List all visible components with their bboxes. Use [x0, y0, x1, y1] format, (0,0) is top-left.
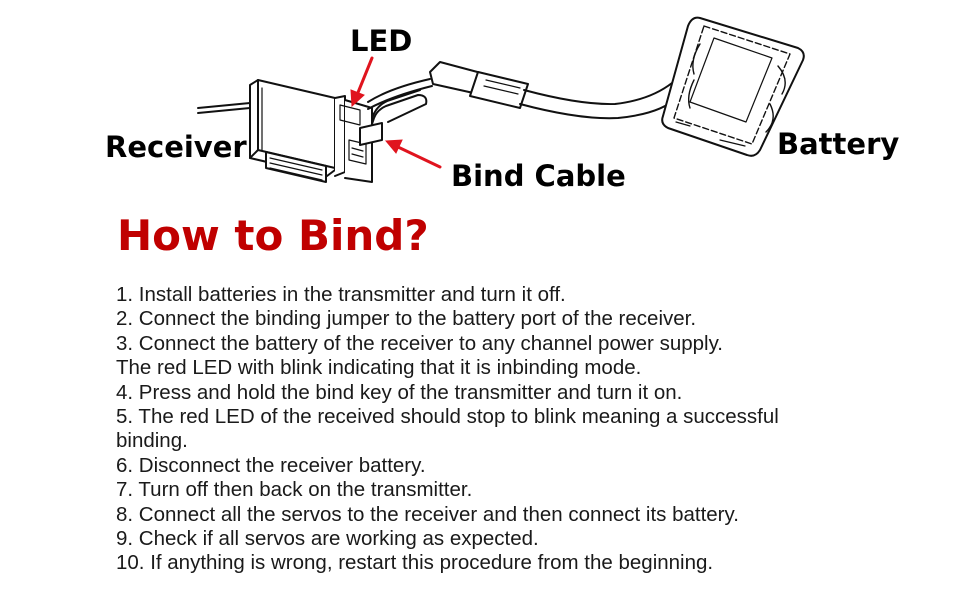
instruction-line: 7. Turn off then back on the transmitter… [116, 478, 473, 502]
page-title: How to Bind? [117, 211, 429, 260]
led-pointer-arrow [350, 56, 374, 108]
diagram-illustration [197, 16, 805, 183]
battery-label: Battery [777, 127, 900, 161]
bind-cable-label: Bind Cable [451, 159, 626, 193]
instruction-line: 10. If anything is wrong, restart this p… [116, 551, 714, 575]
battery-connector [429, 61, 529, 109]
instruction-line: 4. Press and hold the bind key of the tr… [116, 380, 683, 404]
antenna-wire [197, 107, 251, 114]
battery-cable [519, 96, 679, 120]
instruction-line: 2. Connect the binding jumper to the bat… [116, 307, 697, 331]
receiver-unit [249, 79, 373, 183]
instruction-line: 5. The red LED of the received should st… [116, 405, 779, 429]
instruction-line: 8. Connect all the servos to the receive… [116, 502, 739, 526]
instruction-line: 3. Connect the battery of the receiver t… [116, 331, 724, 355]
bind-cable-pointer-arrow [384, 139, 442, 169]
instruction-line: 9. Check if all servos are working as ex… [116, 527, 539, 551]
instruction-list: 1. Install batteries in the transmitter … [116, 283, 906, 576]
battery-lead-wire [367, 85, 433, 110]
instruction-line: The red LED with blink indicating that i… [116, 356, 642, 380]
instruction-line: binding. [116, 429, 188, 453]
antenna-wire [197, 102, 251, 109]
receiver-label: Receiver [105, 130, 247, 164]
led-label: LED [350, 24, 413, 58]
battery-cable [523, 82, 673, 106]
battery-lead-wire [367, 78, 431, 103]
battery-pack [661, 16, 805, 157]
wiring-diagram: LED Receiver Bind Cable Battery [0, 0, 970, 210]
instruction-line: 1. Install batteries in the transmitter … [116, 283, 566, 306]
instruction-line: 6. Disconnect the receiver battery. [116, 453, 426, 477]
